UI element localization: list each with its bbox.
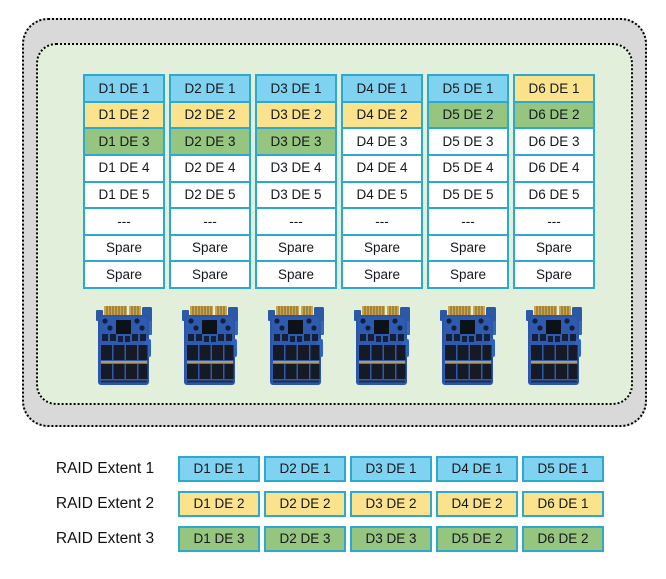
raid-extent-cell: D6 DE 1 [522, 491, 604, 517]
disk-extent-cell: D6 DE 3 [515, 129, 593, 156]
disk-extent-cell: Spare [429, 262, 507, 287]
disk-extent-cell: Spare [515, 235, 593, 263]
ssd-icon [526, 306, 582, 385]
disk-extent-cell: D4 DE 3 [343, 129, 421, 156]
disk-extent-cell: D3 DE 3 [257, 129, 335, 156]
raid-extent-cell: D2 DE 2 [264, 491, 346, 517]
disk-extent-cell: D6 DE 4 [515, 155, 593, 183]
disk-extent-cell: Spare [515, 262, 593, 287]
disk-extent-cell: D3 DE 1 [257, 76, 335, 103]
disk-extent-cell: D3 DE 5 [257, 182, 335, 210]
disk-extent-cell: D4 DE 5 [343, 182, 421, 210]
ssd-drive [83, 303, 165, 389]
disk-extent-cell: Spare [343, 235, 421, 263]
ssd-drive [169, 303, 251, 389]
raid-extent-cell: D5 DE 2 [436, 526, 518, 552]
disk-extent-cell: Spare [257, 262, 335, 287]
disk-extent-cell: D2 DE 5 [171, 182, 249, 210]
disk-extent-cell: Spare [85, 235, 163, 263]
disk-extent-cell: --- [85, 209, 163, 236]
raid-extent-cell: D6 DE 2 [522, 526, 604, 552]
raid-extent-cell: D4 DE 2 [436, 491, 518, 517]
disk-extent-cell: --- [257, 209, 335, 236]
disk-extent-cell: D5 DE 1 [429, 76, 507, 103]
ssd-icon [268, 306, 324, 385]
raid-extent-1-label: RAID Extent 1 [55, 460, 155, 477]
raid-extent-cell: D1 DE 1 [178, 456, 260, 482]
raid-extent-cell: D1 DE 3 [178, 526, 260, 552]
ssd-icon [440, 306, 496, 385]
raid-extent-cell: D2 DE 1 [264, 456, 346, 482]
ssd-row [83, 303, 595, 389]
raid-extent-cell: D2 DE 3 [264, 526, 346, 552]
ssd-drive [341, 303, 423, 389]
disk-extent-cell: D5 DE 5 [429, 182, 507, 210]
disk-extent-cell: D2 DE 3 [171, 129, 249, 156]
disk-extent-cell: D5 DE 2 [429, 102, 507, 130]
ssd-drive [255, 303, 337, 389]
disk-extent-cell: D3 DE 4 [257, 155, 335, 183]
disk-extent-cell: D6 DE 1 [515, 76, 593, 103]
raid-extent-cell: D3 DE 2 [350, 491, 432, 517]
disk-extent-cell: Spare [85, 262, 163, 287]
disk-extent-cell: D5 DE 4 [429, 155, 507, 183]
disk-extent-cell: D4 DE 1 [343, 76, 421, 103]
disk-extent-cell: D1 DE 5 [85, 182, 163, 210]
raid-extent-2-label: RAID Extent 2 [55, 495, 155, 512]
disk-extent-cell: D1 DE 4 [85, 155, 163, 183]
raid-extent-cell: D3 DE 1 [350, 456, 432, 482]
ssd-icon [96, 306, 152, 385]
ssd-drive [513, 303, 595, 389]
raid-extent-cell: D5 DE 1 [522, 456, 604, 482]
disk-extent-cell: D2 DE 1 [171, 76, 249, 103]
disk-extent-cell: Spare [257, 235, 335, 263]
disk-extent-cell: D1 DE 3 [85, 129, 163, 156]
disk-extent-cell: --- [343, 209, 421, 236]
disk-extent-cell: Spare [343, 262, 421, 287]
disk-extent-cell: Spare [171, 235, 249, 263]
ssd-icon [182, 306, 238, 385]
raid-extent-cell: D1 DE 2 [178, 491, 260, 517]
disk-extent-cell: --- [515, 209, 593, 236]
disk-extent-cell: D6 DE 2 [515, 102, 593, 130]
disk-extent-cell: Spare [171, 262, 249, 287]
disk-extent-cell: Spare [429, 235, 507, 263]
disk-extent-cell: --- [171, 209, 249, 236]
raid-extent-cell: D3 DE 3 [350, 526, 432, 552]
disk-extent-cell: D2 DE 2 [171, 102, 249, 130]
disk-extent-cell: D1 DE 1 [85, 76, 163, 103]
disk-extent-cell: D3 DE 2 [257, 102, 335, 130]
disk-extent-cell: D4 DE 4 [343, 155, 421, 183]
disk-extent-cell: D1 DE 2 [85, 102, 163, 130]
disk-extent-cell: D6 DE 5 [515, 182, 593, 210]
disk-extent-cell: --- [429, 209, 507, 236]
ssd-icon [354, 306, 410, 385]
raid-extent-cell: D4 DE 1 [436, 456, 518, 482]
ssd-drive [427, 303, 509, 389]
disk-extent-cell: D5 DE 3 [429, 129, 507, 156]
raid-extent-3-label: RAID Extent 3 [55, 530, 155, 547]
disk-extent-cell: D2 DE 4 [171, 155, 249, 183]
disk-extent-cell: D4 DE 2 [343, 102, 421, 130]
